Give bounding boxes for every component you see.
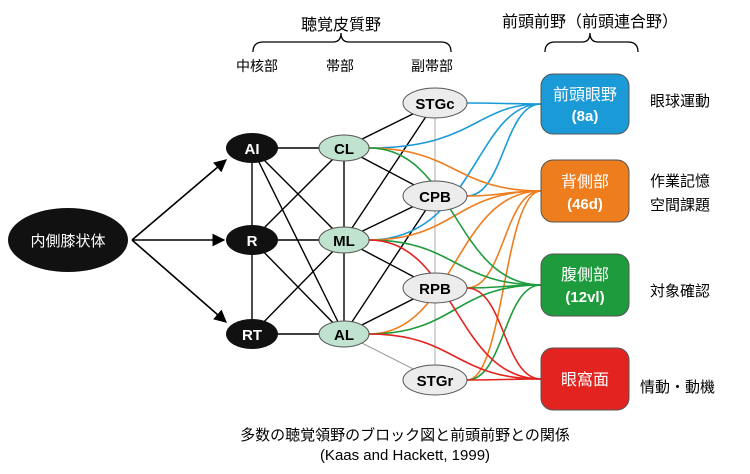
target-code-fef: (8a) [572, 108, 599, 125]
target-name-fef: 前頭眼野 [553, 85, 617, 104]
link-ml-stgc [343, 102, 436, 241]
curve-stgr-orbital [466, 378, 542, 381]
prefrontal-brace [544, 32, 639, 53]
curve-cl-dorsal [368, 147, 542, 192]
core-label-ai: AI [245, 141, 260, 158]
core-label: 中核部 [236, 59, 278, 75]
core-label-r: R [247, 233, 258, 250]
curve-stgr-dorsal [466, 190, 542, 381]
function-label-orbital: 情動・動機 [640, 378, 715, 396]
caption-citation: (Kaas and Hackett, 1999) [320, 447, 490, 464]
link-r-cl [251, 147, 345, 241]
target-name-ventral: 腹側部 [561, 265, 609, 284]
auditory-cortex-header: 聴覚皮質野 [301, 15, 381, 34]
core-label-rt: RT [242, 327, 262, 344]
curve-rpb-orbital [466, 287, 542, 380]
parabelt-label-stgc: STGc [415, 96, 454, 113]
parabelt-label-stgr: STGr [417, 373, 454, 390]
curve-al-orbital [368, 333, 542, 380]
auditory-cortex-brace [252, 32, 452, 53]
function-label-fef: 眼球運動 [650, 92, 710, 110]
target-box-orbital [540, 347, 630, 411]
link-rt-ml [251, 239, 345, 335]
function-label-dorsal-2: 空間課題 [650, 196, 710, 214]
prefrontal-header: 前頭前野（前頭連合野） [502, 12, 678, 31]
belt-node-ml [318, 226, 370, 254]
target-box-ventral [540, 253, 630, 317]
curve-ml-ventral [368, 239, 542, 286]
curve-cl-ventral [368, 147, 542, 286]
link-ai-al [251, 147, 345, 335]
parabelt-node-cpb [402, 180, 468, 212]
belt-label-al: AL [334, 327, 354, 344]
parabelt-label: 副帯部 [411, 59, 453, 75]
caption-title: 多数の聴覚領野のブロック図と前頭前野との関係 [240, 426, 570, 444]
belt-node-cl [318, 134, 370, 162]
belt-node-al [318, 320, 370, 348]
arrow-lgn-ai [131, 159, 227, 241]
parabelt-label-rpb: RPB [419, 281, 451, 298]
curve-cpb-fef [466, 103, 542, 197]
core-node-rt [226, 319, 278, 349]
core-node-ai [226, 133, 278, 163]
link-al-cpb [343, 195, 436, 335]
target-name-dorsal: 背側部 [561, 172, 609, 191]
target-name-orbital: 眼窩面 [561, 370, 609, 389]
belt-label-cl: CL [334, 141, 354, 158]
belt-label: 帯部 [326, 59, 354, 75]
lgn-label: 内側膝状体 [30, 232, 105, 250]
parabelt-node-stgc [402, 87, 468, 119]
target-code-ventral: (12vl) [565, 289, 604, 306]
curve-cl-fef [368, 103, 542, 149]
curve-ml-fef [368, 103, 542, 241]
function-label-dorsal-1: 作業記憶 [650, 172, 710, 190]
belt-label-ml: ML [333, 233, 355, 250]
curve-ml-orbital [368, 239, 542, 380]
function-label-ventral: 対象確認 [650, 282, 710, 300]
parabelt-node-rpb [402, 272, 468, 304]
parabelt-node-stgr [402, 364, 468, 396]
target-box-fef [540, 73, 630, 135]
target-box-dorsal [540, 159, 630, 223]
lgn-node [8, 208, 128, 272]
target-code-dorsal: (46d) [567, 196, 603, 213]
arrow-lgn-rt [131, 239, 227, 323]
parabelt-label-cpb: CPB [419, 189, 451, 206]
core-node-r [226, 225, 278, 255]
curve-rpb-dorsal [466, 190, 542, 289]
